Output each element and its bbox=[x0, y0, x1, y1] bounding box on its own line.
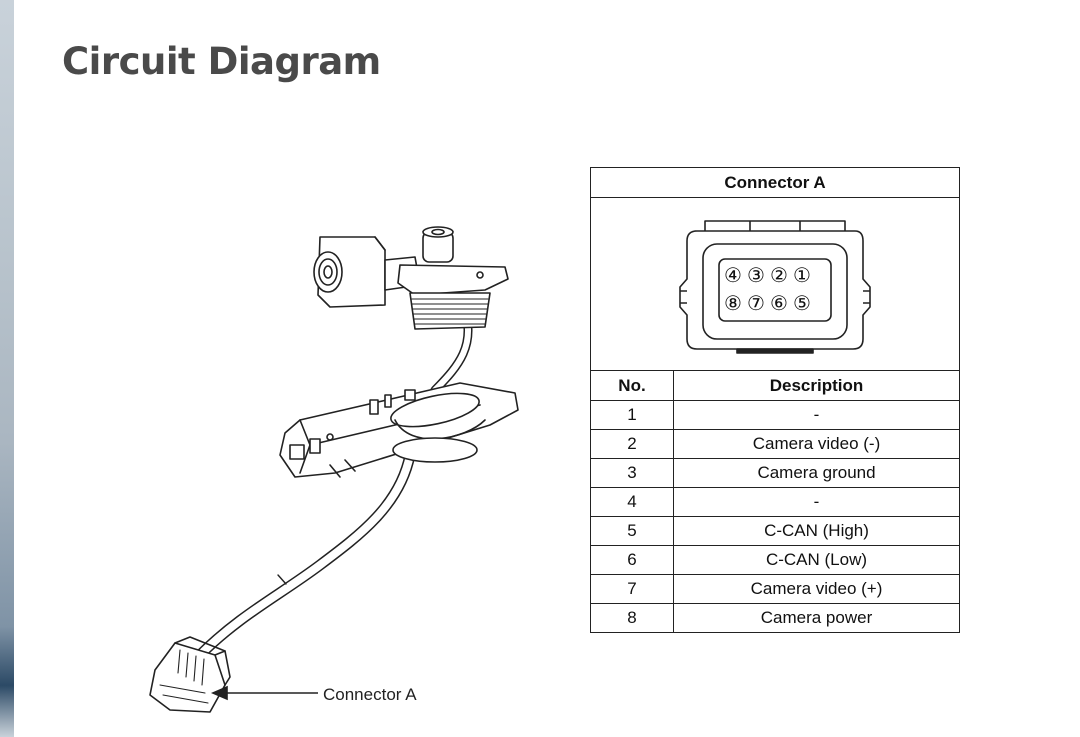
column-header-description: Description bbox=[673, 370, 960, 401]
table-row: 7 Camera video (+) bbox=[590, 574, 960, 604]
pin-description: - bbox=[673, 487, 960, 517]
table-row: 3 Camera ground bbox=[590, 458, 960, 488]
connector-a-callout-label: Connector A bbox=[323, 685, 417, 704]
pin-description: Camera video (+) bbox=[673, 574, 960, 604]
pin-1-label: ① bbox=[793, 263, 811, 287]
pin-number: 6 bbox=[590, 545, 674, 575]
table-row: 5 C-CAN (High) bbox=[590, 516, 960, 546]
pin-description: Camera video (-) bbox=[673, 429, 960, 459]
column-header-no: No. bbox=[590, 370, 674, 401]
pin-description: - bbox=[673, 400, 960, 430]
pin-number: 1 bbox=[590, 400, 674, 430]
pin-5-label: ⑤ bbox=[793, 291, 811, 315]
table-title: Connector A bbox=[590, 167, 960, 198]
pin-6-label: ⑥ bbox=[770, 291, 788, 315]
pin-description: Camera ground bbox=[673, 458, 960, 488]
pin-7-label: ⑦ bbox=[747, 291, 765, 315]
page-title: Circuit Diagram bbox=[62, 40, 381, 83]
table-row: 2 Camera video (-) bbox=[590, 429, 960, 459]
pin-number: 5 bbox=[590, 516, 674, 546]
pin-number: 7 bbox=[590, 574, 674, 604]
connector-face-drawing: ④ ③ ② ① ⑧ ⑦ ⑥ ⑤ bbox=[679, 220, 871, 354]
window-edge-strip bbox=[0, 0, 14, 737]
pin-description: C-CAN (High) bbox=[673, 516, 960, 546]
table-row: 6 C-CAN (Low) bbox=[590, 545, 960, 575]
camera-assembly-illustration bbox=[149, 226, 519, 713]
pin-number: 4 bbox=[590, 487, 674, 517]
pin-8-label: ⑧ bbox=[724, 291, 742, 315]
pin-number: 2 bbox=[590, 429, 674, 459]
table-row: 8 Camera power bbox=[590, 603, 960, 633]
connector-face-cell: ④ ③ ② ① ⑧ ⑦ ⑥ ⑤ bbox=[590, 197, 960, 371]
table-row: 4 - bbox=[590, 487, 960, 517]
pin-number: 8 bbox=[590, 603, 674, 633]
pin-3-label: ③ bbox=[747, 263, 765, 287]
pin-2-label: ② bbox=[770, 263, 788, 287]
pin-description: C-CAN (Low) bbox=[673, 545, 960, 575]
pin-number: 3 bbox=[590, 458, 674, 488]
connector-pinout-table: Connector A bbox=[590, 167, 960, 633]
pin-description: Camera power bbox=[673, 603, 960, 633]
table-row: 1 - bbox=[590, 400, 960, 430]
pin-4-label: ④ bbox=[724, 263, 742, 287]
